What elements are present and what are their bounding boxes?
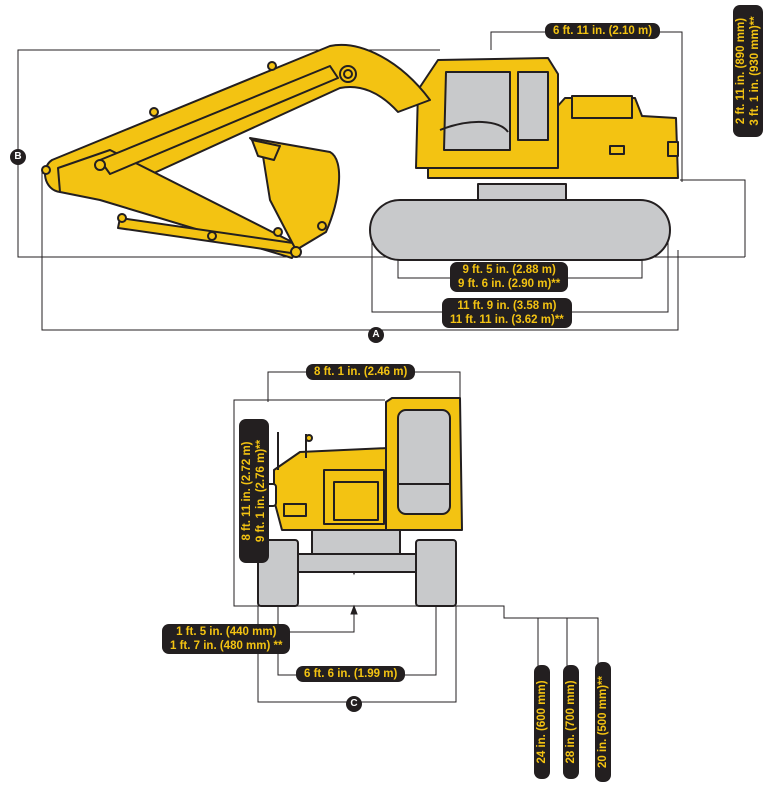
tumbler-distance-label: 9 ft. 5 in. (2.88 m) 9 ft. 6 in. (2.90 m… (450, 262, 569, 292)
overall-height-line2: 9 ft. 1 in. (2.76 m)** (255, 439, 267, 543)
side-bucket (249, 137, 341, 251)
ground-clearance-line1: 1 ft. 5 in. (440 mm) (176, 626, 277, 638)
side-track (369, 199, 671, 261)
shoe-width-label-2: 28 in. (700 mm) (563, 665, 579, 779)
track-gauge-label: 6 ft. 6 in. (1.99 m) (296, 666, 406, 682)
counterweight-clearance-line1: 2 ft. 11 in. (890 mm) (735, 17, 747, 125)
track-length-label: 11 ft. 9 in. (3.58 m) 11 ft. 11 in. (3.6… (442, 298, 572, 328)
marker-b: B (10, 149, 26, 165)
marker-a: A (368, 327, 384, 343)
overall-height-label: 8 ft. 11 in. (2.72 m) 9 ft. 1 in. (2.76 … (239, 419, 269, 563)
overall-height-line1: 8 ft. 11 in. (2.72 m) (241, 441, 253, 541)
ground-clearance-line2: 1 ft. 7 in. (480 mm) ** (170, 640, 283, 652)
counterweight-clearance-line2: 3 ft. 1 in. (930 mm)** (749, 16, 761, 126)
counterweight-clearance-label: 2 ft. 11 in. (890 mm) 3 ft. 1 in. (930 m… (733, 5, 763, 137)
tumbler-distance-line1: 9 ft. 5 in. (2.88 m) (462, 264, 556, 276)
marker-c: C (346, 696, 362, 712)
excavator-front (257, 397, 463, 607)
ground-clearance-label: 1 ft. 5 in. (440 mm) 1 ft. 7 in. (480 mm… (162, 624, 291, 654)
cab-width-label: 6 ft. 11 in. (2.10 m) (545, 23, 661, 39)
excavator-side (41, 44, 679, 261)
track-length-line2: 11 ft. 11 in. (3.62 m)** (450, 314, 564, 326)
front-track-right (415, 539, 457, 607)
track-length-line1: 11 ft. 9 in. (3.58 m) (457, 300, 557, 312)
tumbler-distance-line2: 9 ft. 6 in. (2.90 m)** (458, 278, 561, 290)
upper-width-label: 8 ft. 1 in. (2.46 m) (306, 364, 416, 380)
side-stick (57, 149, 301, 259)
shoe-width-label-3: 20 in. (500 mm)** (595, 662, 611, 782)
shoe-width-label-1: 24 in. (600 mm) (534, 665, 550, 779)
